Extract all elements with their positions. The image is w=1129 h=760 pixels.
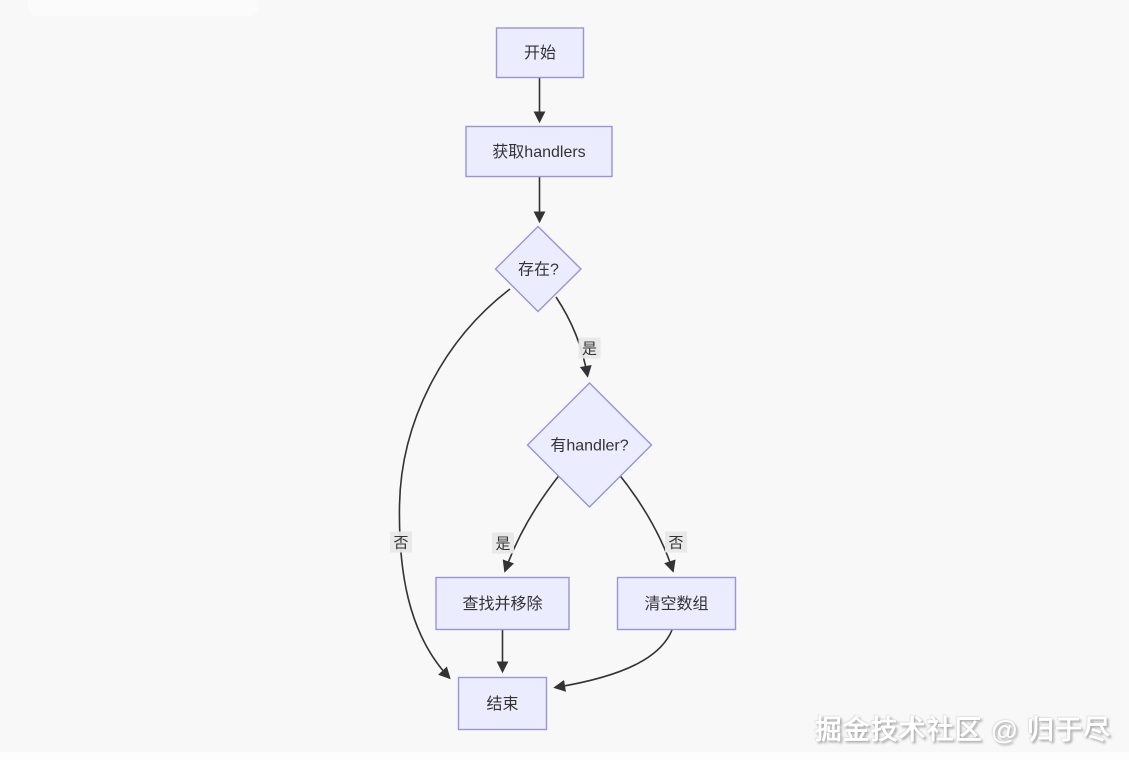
node-end: 结束: [457, 676, 548, 731]
node-start-label: 开始: [524, 44, 556, 62]
background-bottom-strip: [0, 752, 1129, 760]
node-exists-label: 存在?: [518, 261, 559, 279]
edge-label-bg: [390, 531, 412, 553]
edge-labels: 是 否 是 否: [390, 337, 687, 554]
node-clear-array-label: 清空数组: [644, 595, 708, 613]
node-find-and-remove-shape: [435, 576, 570, 631]
node-get-handlers: 获取handlers: [465, 125, 613, 178]
edge-exists-no-to-end: [398, 288, 511, 680]
edge-label-bg: [665, 531, 687, 553]
node-exists-shape: [494, 225, 582, 313]
edge-label-yes-2: 是: [492, 532, 514, 554]
edge-clear-array-to-end: [553, 629, 673, 692]
node-has-handler: 有handler?: [526, 382, 653, 508]
edge-has-handler-no-to-clear-array: [617, 472, 676, 573]
edge-has-handler-yes-to-find-and-remove: [502, 472, 562, 573]
edge-label-text: 否: [393, 535, 408, 552]
edge-label-no-1: 否: [390, 531, 412, 553]
node-end-shape: [457, 676, 548, 731]
node-has-handler-shape: [526, 382, 653, 508]
edge-label-text: 是: [582, 341, 597, 358]
watermark: 掘金技术社区 @ 归于尽: [814, 715, 1111, 745]
node-end-label: 结束: [486, 695, 518, 713]
node-clear-array-shape: [616, 576, 737, 631]
edge-label-text: 是: [495, 536, 510, 553]
edge-label-yes-1: 是: [578, 337, 601, 359]
node-get-handlers-label: 获取handlers: [492, 143, 585, 161]
node-find-and-remove-label: 查找并移除: [462, 595, 542, 613]
edge-label-bg: [578, 337, 601, 359]
node-start-shape: [495, 27, 585, 79]
edge-label-no-2: 否: [665, 531, 687, 553]
edges: [398, 77, 676, 692]
background-artifact: [28, 0, 258, 16]
node-start: 开始: [495, 27, 585, 79]
edge-label-text: 否: [668, 535, 683, 552]
node-exists: 存在?: [494, 225, 582, 313]
edge-exists-yes-to-has-handler: [555, 296, 592, 378]
node-clear-array: 清空数组: [616, 576, 737, 631]
nodes: 开始 获取handlers 存在? 有handler? 查找并移除 清空数组: [435, 27, 737, 731]
node-has-handler-label: 有handler?: [550, 437, 628, 455]
edge-label-bg: [492, 532, 514, 554]
node-get-handlers-shape: [465, 125, 613, 178]
node-find-and-remove: 查找并移除: [435, 576, 570, 631]
